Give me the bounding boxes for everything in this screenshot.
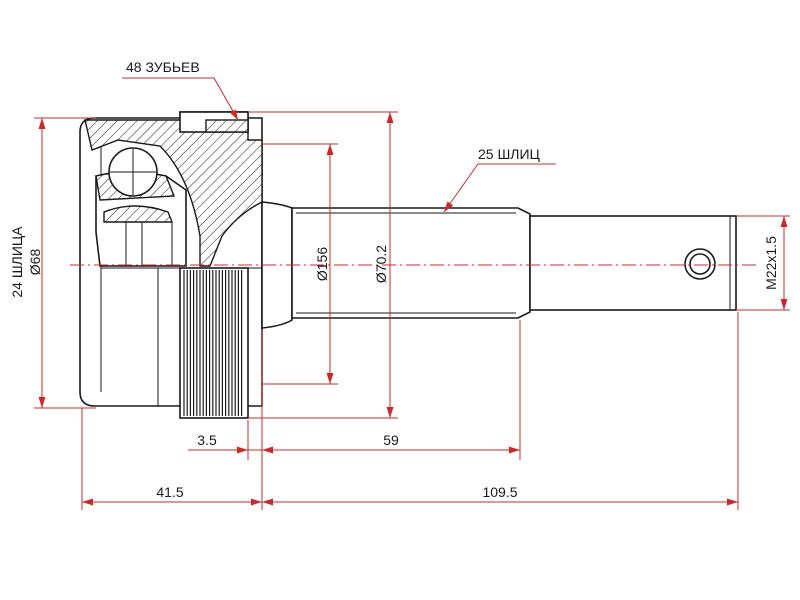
- dim415-arrow-left: [82, 498, 93, 506]
- teeth-count-label: 48 ЗУБЬЕВ: [126, 59, 200, 75]
- labels: 48 ЗУБЬЕВ 25 ШЛИЦ 24 ШЛИЦА Ø68 Ø156 Ø70.…: [9, 59, 779, 500]
- flange-diameter-label: Ø70.2: [373, 245, 389, 283]
- dim1095-arrow-right: [727, 498, 738, 506]
- dia70-arrow-top: [386, 112, 394, 123]
- dim415-arrow-right: [251, 498, 262, 506]
- dim-41-5-label: 41.5: [156, 484, 183, 500]
- top-tooth-hatch: [205, 119, 249, 133]
- housing-diameter-label: Ø68: [27, 249, 43, 276]
- inner-race-hatch-lower: [103, 205, 174, 223]
- cotter-pin-hole-inner: [689, 253, 711, 275]
- splines-leader-arrow: [444, 201, 454, 212]
- teeth-leader: [122, 77, 239, 121]
- dim-3-5-label: 3.5: [197, 432, 217, 448]
- thread-label: M22x1.5: [763, 236, 779, 290]
- abs-ring-teeth: [183, 270, 243, 416]
- dia68-arrow-bottom: [38, 397, 46, 408]
- thread-arrow-top: [780, 216, 788, 227]
- spline-count-label: 25 ШЛИЦ: [478, 146, 541, 162]
- dim35-arrow-left: [237, 446, 248, 454]
- dim-59-label: 59: [383, 432, 399, 448]
- abs-ring-diameter-label: Ø156: [314, 247, 330, 281]
- splines-leader: [443, 163, 556, 213]
- cv-joint-part: [79, 111, 737, 419]
- dia156-arrow-bottom: [326, 373, 334, 384]
- dim1095-arrow-left: [262, 498, 273, 506]
- thread-arrow-bottom: [780, 299, 788, 310]
- teeth-leader-arrow: [229, 109, 238, 120]
- splined-shaft: [291, 207, 531, 319]
- housing-section-hatch: [84, 111, 263, 267]
- dimension-lines: [34, 77, 790, 510]
- stub-neck: [261, 201, 293, 329]
- dia68-arrow-top: [38, 118, 46, 129]
- abs-ring: [179, 267, 249, 419]
- dim-109-5-label: 109.5: [482, 484, 517, 500]
- inner-spline-count-label: 24 ШЛИЦА: [9, 226, 25, 298]
- dia156-arrow-top: [326, 144, 334, 155]
- dia70-arrow-bottom: [386, 407, 394, 418]
- dim59-arrow-right: [509, 446, 520, 454]
